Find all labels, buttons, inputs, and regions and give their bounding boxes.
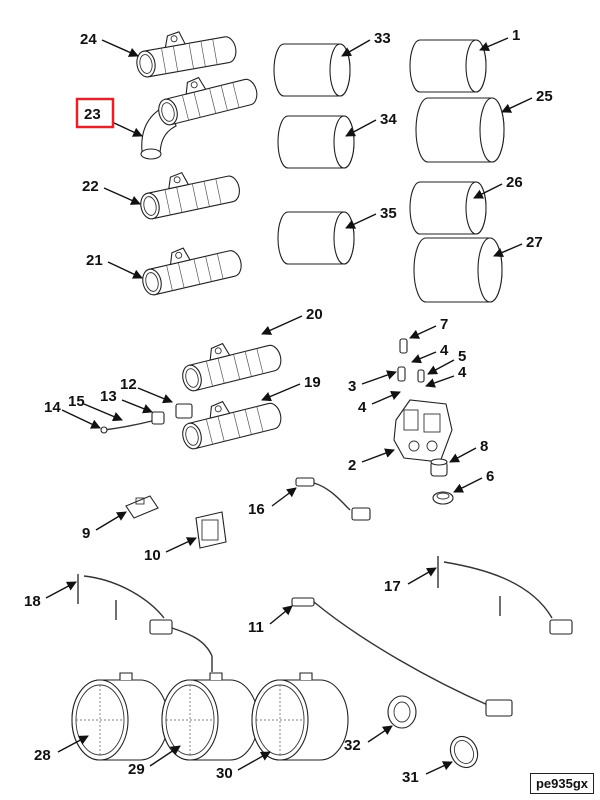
callout-4-upper: 4 xyxy=(440,342,449,359)
callout-30: 30 xyxy=(216,765,233,782)
part-28-drum-drawing xyxy=(71,672,169,761)
part-16-sensor-drawing xyxy=(295,477,371,521)
callout-32: 32 xyxy=(344,737,361,754)
callout-12: 12 xyxy=(120,376,137,393)
callout-21: 21 xyxy=(86,252,103,269)
callout-31: 31 xyxy=(402,769,419,786)
callout-22: 22 xyxy=(82,178,99,195)
callout-7: 7 xyxy=(440,316,448,333)
part-30-drum-drawing xyxy=(251,672,349,761)
part-23-elbow-drawing xyxy=(140,64,260,160)
callout-20: 20 xyxy=(306,306,323,323)
callout-13: 13 xyxy=(100,388,117,405)
callout-24: 24 xyxy=(80,31,97,48)
part-33-drawing xyxy=(273,43,351,97)
part-3-drawing xyxy=(397,366,406,382)
callout-9: 9 xyxy=(82,525,90,542)
callout-29: 29 xyxy=(128,761,145,778)
part-20-drawing xyxy=(176,330,284,394)
callout-11: 11 xyxy=(248,619,264,636)
part-5-drawing xyxy=(417,369,425,383)
callout-6: 6 xyxy=(486,468,494,485)
callout-34: 34 xyxy=(380,111,397,128)
part-31-filter-drawing xyxy=(449,735,479,769)
callout-4-left: 4 xyxy=(358,399,367,416)
callout-2: 2 xyxy=(348,457,356,474)
callout-33: 33 xyxy=(374,30,391,47)
part-32-drawing xyxy=(387,695,417,729)
part-2-valve-body-drawing xyxy=(393,399,453,463)
leader-lines xyxy=(45,37,533,775)
callout-27: 27 xyxy=(526,234,543,251)
callout-8: 8 xyxy=(480,438,488,455)
part-6-drawing xyxy=(432,491,454,505)
part-11-harness-drawing xyxy=(291,597,513,717)
callout-5: 5 xyxy=(458,348,466,365)
reference-code-tag: pe935gx xyxy=(529,773,594,794)
callout-17: 17 xyxy=(384,578,401,595)
part-24-drawing xyxy=(132,22,239,79)
callout-19: 19 xyxy=(304,374,321,391)
part-17-harness-drawing xyxy=(437,556,573,635)
callout-28: 28 xyxy=(34,747,51,764)
callout-14: 14 xyxy=(44,399,61,416)
part-29-drum-drawing xyxy=(161,672,259,761)
part-25-drawing xyxy=(415,97,505,163)
callout-35: 35 xyxy=(380,205,397,222)
part-22-drawing xyxy=(135,161,243,222)
part-35-drawing xyxy=(277,211,355,265)
callout-1: 1 xyxy=(512,27,520,44)
part-7-drawing xyxy=(399,338,408,354)
callout-15: 15 xyxy=(68,393,85,410)
callout-4-right: 4 xyxy=(458,364,467,381)
part-26-drawing xyxy=(409,181,487,235)
part-10-module-drawing xyxy=(195,511,227,549)
callout-labels: 24 23 22 21 20 19 33 34 35 1 25 26 27 7 … xyxy=(24,27,553,786)
part-27-drawing xyxy=(413,237,503,303)
callout-18: 18 xyxy=(24,593,41,610)
callout-3: 3 xyxy=(348,378,356,395)
part-1-drawing xyxy=(409,39,487,93)
part-21-drawing xyxy=(136,235,245,298)
callout-16: 16 xyxy=(248,501,265,518)
callout-10: 10 xyxy=(144,547,161,564)
part-9-bracket-drawing xyxy=(125,495,159,519)
part-8-drawing xyxy=(430,458,448,477)
callout-25: 25 xyxy=(536,88,553,105)
callout-23: 23 xyxy=(84,106,101,123)
part-34-drawing xyxy=(277,115,355,169)
parts-12-13-15-14-harness-drawing xyxy=(100,403,193,434)
callout-23-highlight-box xyxy=(75,97,115,129)
callout-26: 26 xyxy=(506,174,523,191)
part-18-harness-drawing xyxy=(77,574,213,672)
